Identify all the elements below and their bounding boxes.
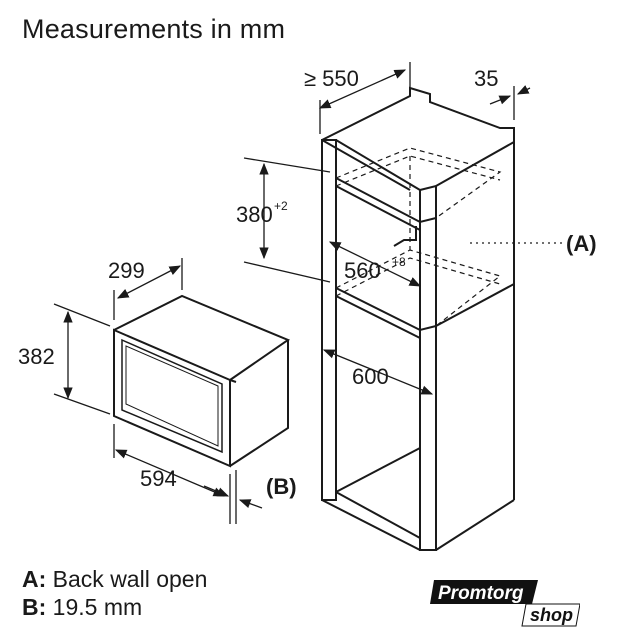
callout-b: (B): [266, 474, 297, 499]
microwave-oven: [113, 294, 291, 468]
tall-cabinet: [321, 86, 515, 551]
legend-text-a: Back wall open: [52, 566, 208, 592]
dim-niche-height: 380: [236, 202, 273, 227]
legend-key-b: B:: [22, 594, 47, 620]
dim-oven-height: 382: [18, 344, 55, 369]
legend-text-b: 19.5 mm: [52, 594, 143, 620]
upper-shelf: [335, 177, 437, 224]
cabinet-right-panel: [419, 184, 437, 551]
dim-niche-width: 560: [344, 258, 381, 283]
callout-a: (A): [566, 231, 597, 256]
oven-front: [113, 328, 231, 468]
cabinet-left-panel: [321, 139, 337, 501]
niche-shelf: [335, 287, 437, 332]
dim-oven-depth: 299: [108, 258, 145, 283]
dim-cabinet-width: 600: [352, 364, 389, 389]
logo-word-1: Promtorg: [438, 583, 524, 604]
promtorg-shop-logo: Promtorg shop: [430, 580, 580, 627]
legend-key-a: A:: [22, 566, 47, 592]
dimension-lines: [53, 62, 562, 524]
legend-item-b: B: 19.5 mm: [22, 594, 142, 621]
dim-niche-height-tol: +2: [274, 199, 288, 213]
dim-oven-width: 594: [140, 466, 177, 491]
legend-item-a: A: Back wall open: [22, 566, 207, 593]
dim-gap: 35: [474, 66, 498, 91]
cabinet-top-back: [321, 86, 515, 480]
oven-top: [113, 294, 291, 381]
oven-window: [121, 338, 223, 454]
dim-niche-depth: ≥ 550: [304, 66, 359, 91]
diagram-title: Measurements in mm: [22, 14, 286, 44]
dim-niche-width-tol: +8: [392, 255, 406, 269]
logo-word-2: shop: [530, 605, 573, 625]
